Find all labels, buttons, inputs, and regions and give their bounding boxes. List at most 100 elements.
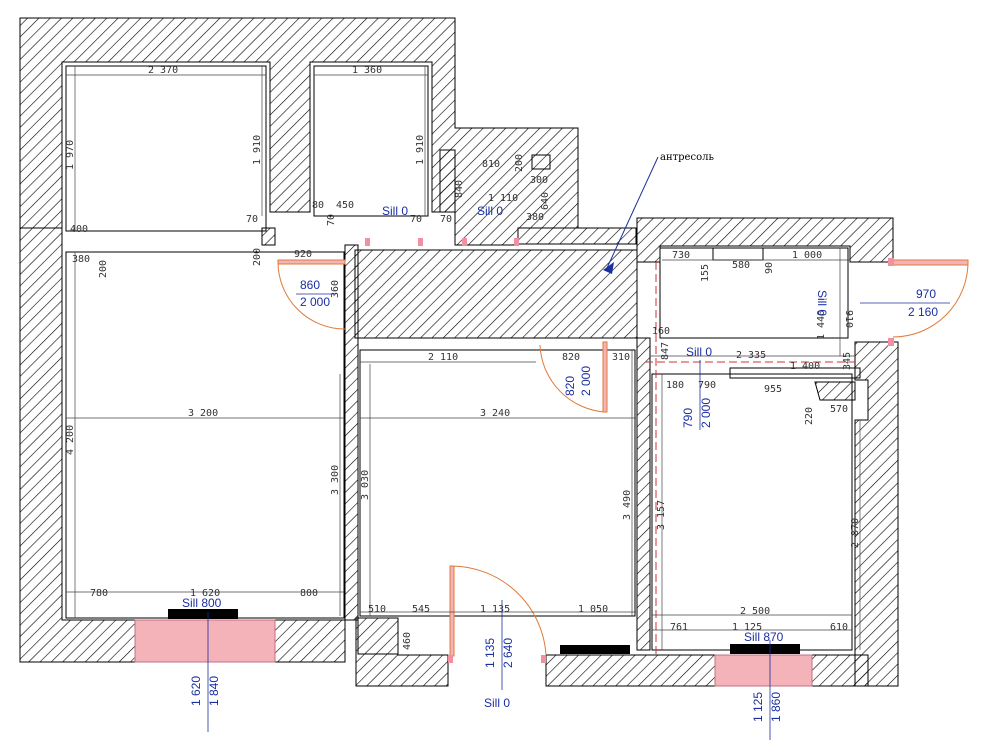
dim-label: 200	[98, 260, 109, 278]
dim-label: 70	[326, 214, 337, 226]
dim-label: 1 110	[488, 193, 518, 204]
dim-label: 1 970	[65, 140, 76, 170]
window-left-sill	[168, 609, 238, 619]
door-1-width: 860	[300, 278, 320, 292]
dim-label: 310	[612, 352, 630, 363]
window-left	[134, 619, 276, 663]
room-outlines	[65, 65, 861, 655]
dim-label: 3 300	[330, 465, 341, 495]
dim-label: 200	[252, 248, 263, 266]
radiator-bottom	[560, 645, 630, 654]
wall-between-rooms	[261, 227, 276, 246]
sill-label: Sill 0	[477, 204, 503, 218]
dim-label: 2 110	[428, 352, 458, 363]
dim-label: 220	[804, 407, 815, 425]
door-swing-5	[451, 565, 547, 656]
door-5-width: 1 135	[483, 638, 497, 668]
window-right-sill	[730, 644, 800, 654]
arrow-icon	[603, 262, 614, 274]
dim-label: 820	[562, 352, 580, 363]
dim-label: 800	[300, 588, 318, 599]
mezzanine-label: антресоль	[660, 152, 714, 163]
dim-label: 1 910	[415, 135, 426, 165]
dim-label: 545	[412, 604, 430, 615]
dim-label: 761	[670, 622, 688, 633]
wall-small-top	[439, 149, 456, 213]
dim-label: 70	[410, 214, 422, 225]
dim-label: 1 400	[790, 361, 820, 372]
window-right	[714, 654, 813, 687]
door-swing-2	[539, 342, 606, 413]
dim-label: 70	[440, 214, 452, 225]
dim-label: 1 050	[578, 604, 608, 615]
wall-right-side	[854, 341, 899, 687]
dim-label: 810	[482, 159, 500, 170]
dim-label: 3 157	[656, 500, 667, 530]
dim-label: 847	[660, 342, 671, 360]
windows	[134, 609, 813, 687]
dim-label: 80	[312, 200, 324, 211]
dim-label: 3 490	[622, 490, 633, 520]
dim-label: 790	[698, 380, 716, 391]
dim-label: 920	[294, 249, 312, 260]
sill-labels: Sill 0 Sill 0 Sill 0 Sill 0 Sill 0 Sill …	[182, 204, 829, 710]
dim-label: 90	[764, 262, 775, 274]
wall-top-center	[517, 227, 637, 245]
dim-label: 1 910	[252, 135, 263, 165]
sill-label: Sill 0	[484, 696, 510, 710]
dim-label: 1 620	[190, 588, 220, 599]
dim-label: 380	[72, 254, 90, 265]
window-2-width: 1 125	[751, 692, 765, 722]
wall-bottom-left	[274, 619, 346, 663]
door-3-height: 2 000	[699, 398, 713, 428]
door-swing-4	[892, 261, 969, 338]
dim-label: 730	[672, 250, 690, 261]
dashed-lines	[645, 262, 855, 655]
dim-label: 1 135	[480, 604, 510, 615]
dim-label: 180	[666, 380, 684, 391]
dim-label: 610	[830, 622, 848, 633]
dim-label: 840	[454, 180, 465, 198]
wall-bottom-center	[355, 617, 449, 687]
dim-label: 360	[330, 280, 341, 298]
dim-label: 910	[843, 310, 854, 328]
wall-markers	[365, 238, 894, 663]
dimension-lines	[66, 66, 861, 650]
dim-label: 3 030	[360, 470, 371, 500]
sill-label: Sill 870	[744, 630, 784, 644]
dim-label: 200	[514, 154, 525, 172]
door-3-width: 790	[681, 408, 695, 428]
door-swing-1	[277, 261, 346, 330]
wall-right-top	[636, 217, 894, 263]
dim-label: 955	[764, 384, 782, 395]
mezzanine-block	[354, 249, 638, 339]
window-1-width: 1 620	[189, 676, 203, 706]
dim-label: 1 440	[816, 310, 827, 340]
dim-label: 2 500	[740, 606, 770, 617]
wall-top-left	[19, 17, 579, 246]
dimension-labels: 2 370 1 360 1 970 1 910 1 910 810 200 30…	[65, 65, 861, 650]
wall-bottom-right2	[811, 654, 869, 687]
sill-label: Sill 800	[182, 596, 222, 610]
dim-label: 3 240	[480, 408, 510, 419]
dim-label: 510	[368, 604, 386, 615]
dim-label: 4 200	[65, 425, 76, 455]
dim-label: 380	[526, 212, 544, 223]
sill-label: Sill 0	[686, 345, 712, 359]
dim-label: 155	[700, 264, 711, 282]
dim-label: 2 870	[850, 518, 861, 548]
sill-label: Sill 0	[815, 290, 829, 316]
dim-label: 1 360	[352, 65, 382, 76]
wall-partition-right	[636, 337, 651, 651]
dim-label: 2 370	[148, 65, 178, 76]
dim-label: 160	[652, 326, 670, 337]
door-4-width: 970	[916, 287, 936, 301]
dim-label: 3 200	[188, 408, 218, 419]
door-4-height: 2 160	[908, 305, 938, 319]
dim-label: 780	[90, 588, 108, 599]
dim-label: 300	[530, 175, 548, 186]
walls	[19, 17, 899, 687]
dim-label: 70	[246, 214, 258, 225]
opening-labels: 860 2 000 820 2 000 790 2 000 970 2 160 …	[189, 278, 950, 740]
